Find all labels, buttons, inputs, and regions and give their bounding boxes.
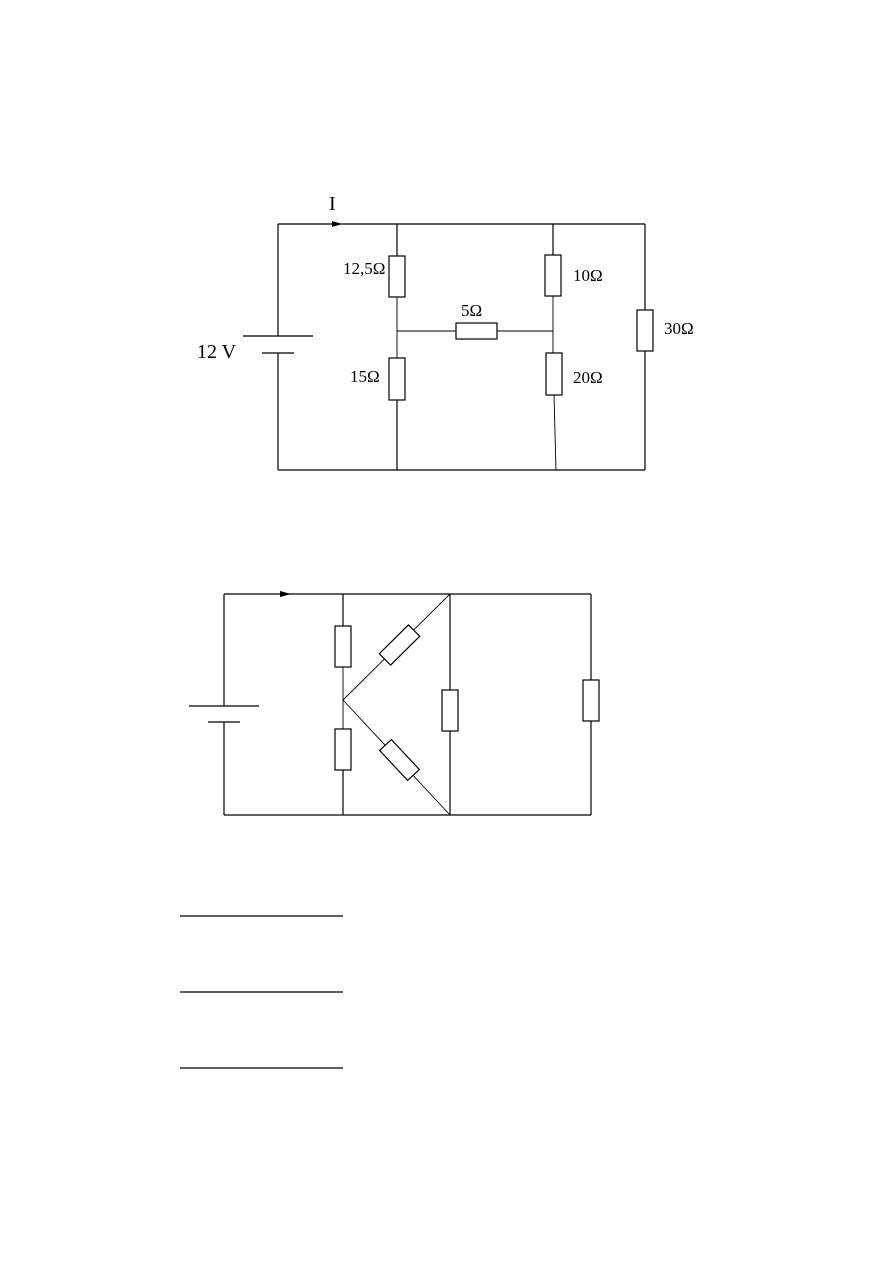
resistor-30-ohm <box>636 309 654 352</box>
circuit-diagram-2 <box>189 591 600 816</box>
resistor-20-ohm-label: 20Ω <box>573 368 603 387</box>
resistor-diagonal-upper <box>378 624 421 666</box>
resistor-lower-left-2 <box>334 728 352 771</box>
source-voltage-label: 12 V <box>197 341 237 363</box>
resistor-upper-left-2 <box>334 625 352 668</box>
resistor-12-5-ohm <box>388 255 406 298</box>
resistor-15-ohm-label: 15Ω <box>350 367 380 386</box>
resistor-far-right-2 <box>582 679 600 722</box>
circuit-diagram-1: 12 V I 12,5Ω 15Ω 5Ω 10Ω 20Ω 30Ω <box>197 193 694 471</box>
resistor-10-ohm <box>544 254 562 297</box>
resistor-middle-2 <box>441 689 459 732</box>
resistor-diagonal-lower <box>378 738 421 782</box>
resistor-5-ohm-label: 5Ω <box>461 301 482 320</box>
answer-blanks <box>180 915 343 1069</box>
resistor-15-ohm <box>388 357 406 401</box>
current-arrow-icon-2 <box>280 591 291 597</box>
right-branch-wire-bottom <box>553 394 557 471</box>
battery-symbol <box>243 335 313 354</box>
resistor-12-5-ohm-label: 12,5Ω <box>343 259 385 278</box>
battery-symbol-2 <box>189 705 259 723</box>
resistor-30-ohm-label: 30Ω <box>664 319 694 338</box>
current-label: I <box>329 193 336 215</box>
current-arrow-icon <box>332 221 342 227</box>
resistor-5-ohm <box>455 322 498 340</box>
resistor-20-ohm <box>545 352 563 396</box>
resistor-10-ohm-label: 10Ω <box>573 266 603 285</box>
